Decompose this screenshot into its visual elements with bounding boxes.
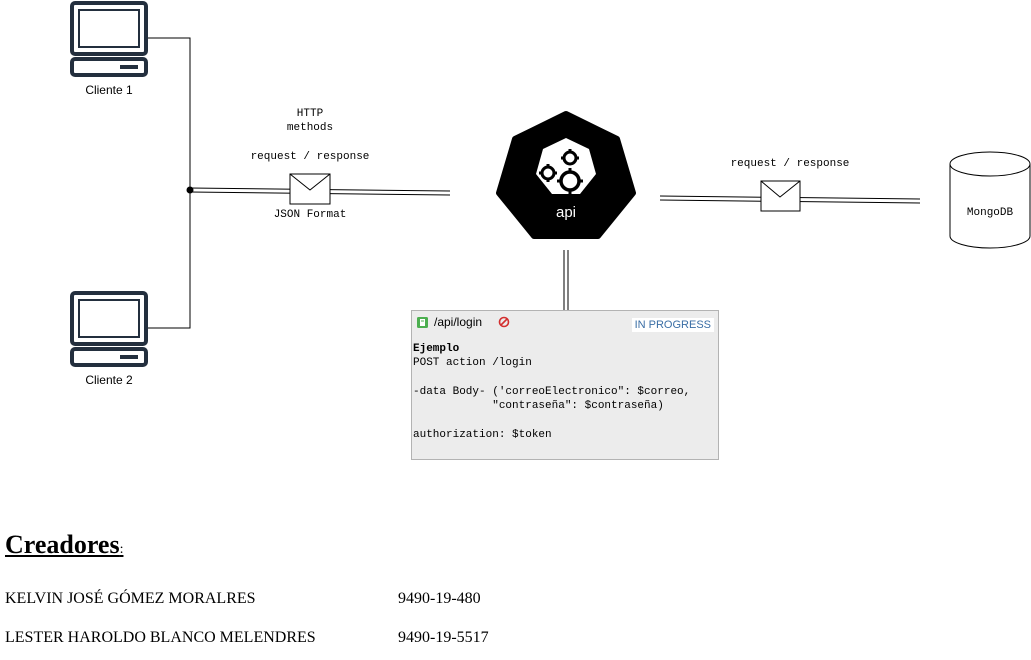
person-id: 9490-19-480 bbox=[398, 590, 481, 607]
person-id: 9490-19-5517 bbox=[398, 629, 489, 646]
document-icon bbox=[417, 316, 428, 328]
endpoint-card-header: /api/login bbox=[417, 315, 510, 329]
client-1-computer-icon bbox=[70, 1, 148, 77]
mongodb-label: MongoDB bbox=[966, 207, 1014, 219]
status-badge: IN PROGRESS bbox=[631, 318, 714, 332]
api-label: api bbox=[555, 204, 577, 221]
endpoint-line: POST action /login bbox=[413, 357, 532, 370]
endpoint-body: Ejemplo POST action /login -data Body- (… bbox=[413, 342, 690, 442]
left-envelope-icon bbox=[289, 173, 331, 205]
endpoint-card: /api/login IN PROGRESS Ejemplo POST acti… bbox=[411, 310, 719, 460]
client-1-label: Cliente 1 bbox=[85, 83, 133, 97]
endpoint-line: authorization: $token bbox=[413, 428, 552, 441]
left-request-response-label: request / response bbox=[250, 151, 370, 163]
right-envelope-icon bbox=[760, 180, 801, 212]
endpoint-path: /api/login bbox=[434, 315, 483, 329]
right-request-response-label: request / response bbox=[730, 158, 850, 170]
person-name: KELVIN JOSÉ GÓMEZ MORALRES bbox=[5, 590, 256, 607]
api-node bbox=[496, 111, 636, 239]
endpoint-line: -data Body- ('correoElectronico": $corre… bbox=[413, 385, 691, 398]
client-2-computer-icon bbox=[70, 291, 148, 367]
person-name: LESTER HAROLDO BLANCO MELENDRES bbox=[5, 629, 316, 646]
credits-title-text: Creadores bbox=[5, 530, 120, 559]
endpoint-line: "contraseña": $contraseña) bbox=[413, 400, 664, 413]
blocked-icon bbox=[498, 316, 510, 328]
api-card-link-line bbox=[563, 250, 569, 310]
http-label: HTTP bbox=[296, 108, 324, 120]
client-2-label: Cliente 2 bbox=[85, 373, 133, 387]
json-format-label: JSON Format bbox=[273, 209, 347, 221]
endpoint-heading: Ejemplo bbox=[413, 343, 460, 355]
gears-icon bbox=[536, 138, 596, 194]
credits-colon: : bbox=[119, 542, 124, 557]
credits-title: Creadores: bbox=[5, 530, 123, 560]
methods-label: methods bbox=[286, 122, 334, 134]
client-connector-lines bbox=[148, 37, 194, 329]
mongodb-cylinder bbox=[949, 151, 1031, 249]
